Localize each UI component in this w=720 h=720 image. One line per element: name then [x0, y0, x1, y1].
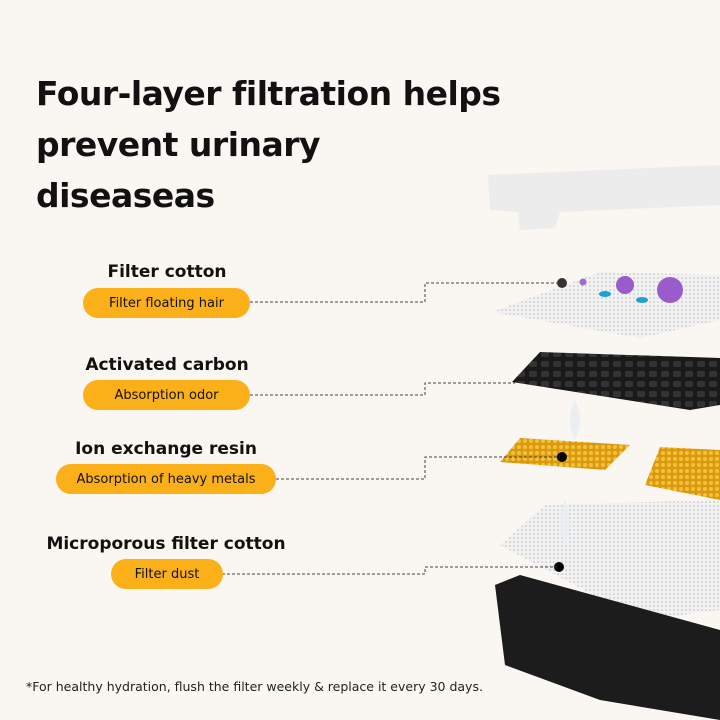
marker-dot — [557, 452, 567, 462]
benefit-pill-filter-cotton: Filter floating hair — [83, 288, 250, 318]
germ-icon — [657, 277, 683, 303]
page-title: Four-layer filtration helps prevent urin… — [36, 74, 501, 215]
benefit-pill-ion-resin: Absorption of heavy metals — [56, 464, 276, 494]
layer-name-activated-carbon: Activated carbon — [85, 355, 249, 375]
benefit-pill-activated-carbon: Absorption odor — [83, 380, 250, 410]
microporous-layer — [500, 500, 720, 620]
connector-lines — [222, 282, 560, 575]
footnote: *For healthy hydration, flush the filter… — [26, 679, 483, 694]
marker-dot — [557, 278, 567, 288]
layer-name-microporous: Microporous filter cotton — [46, 534, 286, 554]
filter-cotton-layer — [492, 272, 720, 338]
benefit-pill-microporous: Filter dust — [111, 559, 223, 589]
housing-top — [488, 165, 720, 230]
layer-name-ion-resin: Ion exchange resin — [75, 439, 257, 459]
marker-dot — [554, 562, 564, 572]
layer-name-filter-cotton: Filter cotton — [107, 262, 227, 282]
base-tray — [495, 575, 720, 720]
activated-carbon-layer — [512, 352, 720, 410]
germ-icon — [616, 276, 634, 294]
